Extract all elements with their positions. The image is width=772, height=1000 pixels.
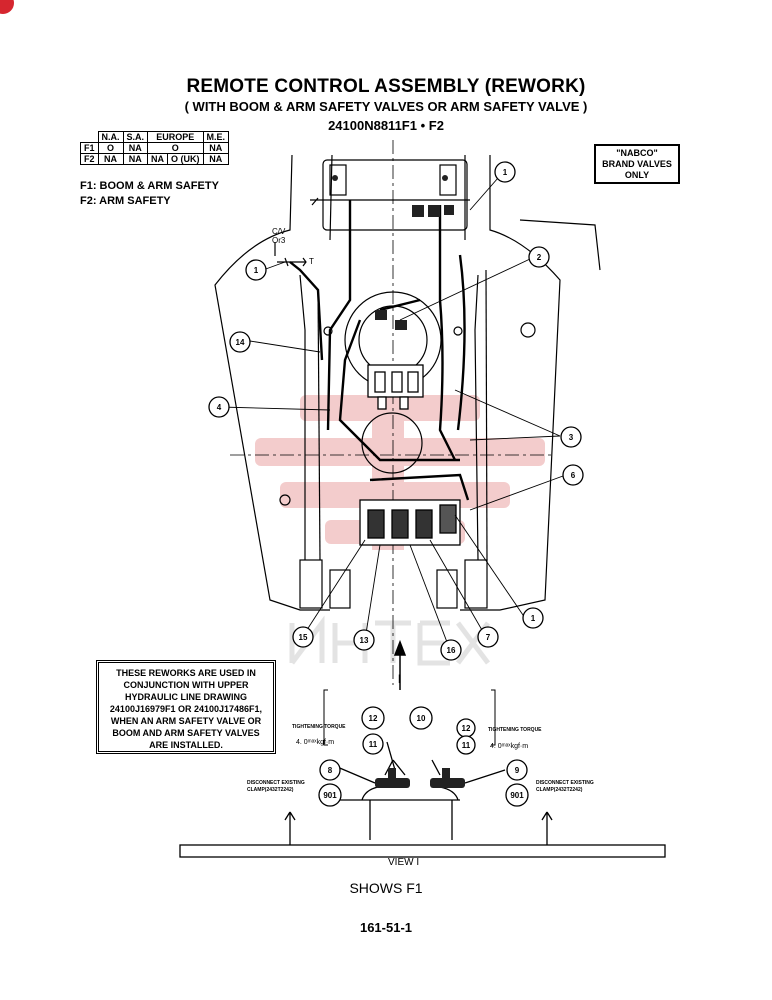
table-cell: NA	[147, 153, 169, 165]
part-number: 24100N8811F1 • F2	[328, 118, 444, 133]
note-line: BOOM AND ARM SAFETY VALVES	[112, 728, 260, 738]
callout-11: 11	[462, 741, 471, 750]
callout-circle	[494, 161, 516, 183]
callout-9: 9	[515, 766, 520, 775]
callout-4: 4	[217, 403, 222, 412]
view-arrow	[393, 639, 407, 690]
note-line: WHEN AN ARM SAFETY VALVE OR	[110, 716, 262, 726]
corner-marker	[0, 0, 14, 14]
page-subtitle: ( WITH BOOM & ARM SAFETY VALVES OR ARM S…	[184, 99, 588, 114]
legend-f2: F2: ARM SAFETY	[80, 195, 171, 207]
table-row: F2 NA NA NA O (UK) NA	[80, 153, 230, 165]
callout-14: 14	[236, 338, 245, 347]
callout-circle	[362, 733, 384, 755]
callout-circle	[528, 246, 550, 268]
torque-left-label: TIGHTENING TORQUE	[292, 724, 346, 730]
callout-circle	[456, 735, 476, 755]
torque-right-value: 4. 0ᵐᵃˣkgf·m	[490, 743, 528, 750]
callout-2: 2	[537, 253, 542, 262]
callout-901: 901	[510, 791, 524, 800]
page-title: REMOTE CONTROL ASSEMBLY (REWORK)	[186, 76, 586, 97]
callout-circle	[245, 259, 267, 281]
callout-12: 12	[369, 714, 378, 723]
view-detail	[179, 689, 666, 858]
nabco-line: BRAND VALVES	[602, 159, 672, 169]
rework-note-box: THESE REWORKS ARE USED IN CONJUNCTION WI…	[96, 660, 276, 754]
table-cell: NA	[97, 153, 124, 165]
callout-12: 12	[462, 724, 471, 733]
note-line: 24100J16979F1 OR 24100J17486F1,	[109, 704, 263, 714]
callout-circle	[506, 759, 528, 781]
table-cell: NA	[202, 142, 230, 154]
note-line: HYDRAULIC LINE DRAWING	[125, 692, 247, 702]
callout-1: 1	[503, 168, 508, 177]
callout-circle	[318, 783, 342, 807]
callout-13: 13	[360, 636, 369, 645]
callout-10: 10	[417, 714, 426, 723]
callout-circle	[562, 464, 584, 486]
view-label: VIEW I	[388, 857, 420, 868]
row-id: F2	[80, 153, 99, 165]
legend-f1: F1: BOOM & ARM SAFETY	[80, 180, 219, 192]
callout-circle	[505, 783, 529, 807]
disconnect-right-line1: DISCONNECT EXISTING	[536, 780, 594, 786]
upper-valve-block	[367, 364, 424, 410]
availability-table: N.A. S.A. EUROPE M.E. F1 O NA O NA F2 NA…	[80, 131, 230, 165]
note-line: THESE REWORKS ARE USED IN	[116, 668, 256, 678]
page-number: 161-51-1	[359, 920, 413, 935]
callout-1: 1	[531, 614, 536, 623]
callout-1: 1	[254, 266, 259, 275]
callout-circle	[560, 426, 582, 448]
torque-left-value: 4. 0ᵐᵃˣkgf·m	[296, 739, 334, 746]
callout-901: 901	[323, 791, 337, 800]
disconnect-right-line2: CLAMP(2432T2242)	[536, 787, 583, 793]
note-line: CONJUNCTION WITH UPPER	[123, 680, 249, 690]
callout-circle	[208, 396, 230, 418]
torque-right-label: TIGHTENING TORQUE	[488, 727, 542, 733]
table-cell: O (UK)	[167, 153, 204, 165]
callout-circle	[440, 639, 462, 661]
table-row: F1 O NA O NA	[80, 142, 230, 154]
callout-circle	[522, 607, 544, 629]
callout-circle	[292, 626, 314, 648]
callout-7: 7	[486, 633, 491, 642]
lower-valve-block	[359, 499, 461, 546]
callout-circle	[477, 626, 499, 648]
nabco-line: ONLY	[624, 170, 650, 180]
callout-circle	[353, 629, 375, 651]
nabco-note-box: "NABCO" BRAND VALVES ONLY	[594, 144, 680, 184]
callout-8: 8	[328, 766, 333, 775]
callout-11: 11	[369, 740, 378, 749]
tank-port-label: T	[309, 257, 314, 266]
callout-circle	[409, 706, 433, 730]
view-arrow-label: I	[398, 672, 401, 686]
check-valve-label: C/V	[272, 227, 286, 236]
or3-label: Or3	[272, 236, 286, 245]
callout-circle	[319, 759, 341, 781]
nabco-line: "NABCO"	[616, 148, 658, 158]
callout-circle	[229, 331, 251, 353]
callout-15: 15	[299, 633, 308, 642]
callout-3: 3	[569, 433, 574, 442]
view-clamps	[375, 768, 465, 788]
disconnect-left-line2: CLAMP(2432T2242)	[247, 787, 294, 793]
table-cell: NA	[202, 153, 230, 165]
note-line: ARE INSTALLED.	[149, 740, 223, 750]
shows-caption: SHOWS F1	[349, 880, 423, 896]
disconnect-left-line1: DISCONNECT EXISTING	[247, 780, 305, 786]
callout-16: 16	[447, 646, 456, 655]
callout-6: 6	[571, 471, 576, 480]
callout-circle	[361, 706, 385, 730]
top-fittings	[332, 175, 454, 330]
